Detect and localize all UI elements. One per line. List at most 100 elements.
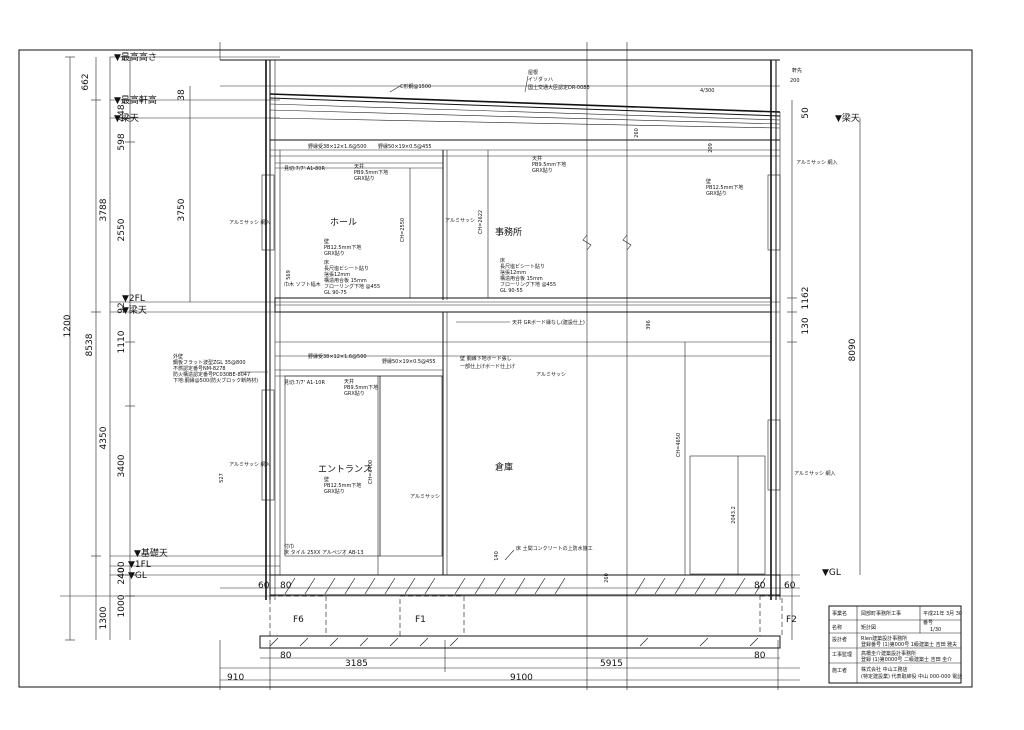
tb-r2-scale: 1/30 bbox=[930, 627, 941, 633]
room-hall: ホール bbox=[330, 217, 357, 228]
dim-3185: 3185 bbox=[345, 659, 368, 669]
note-n4: PB9.5mm下地 bbox=[354, 169, 388, 176]
note-n14: 構造用合板 15mm bbox=[324, 277, 367, 284]
level-max-height: ▼最高高さ bbox=[114, 51, 157, 63]
level-gl-right: ▼GL bbox=[822, 568, 841, 578]
left-dimension-values: 662 448 598 2550 92 1110 3400 400 240 10… bbox=[63, 73, 187, 629]
tb-r1-value: 岡部町事務所工事 bbox=[861, 610, 901, 617]
note-n23: 下地:胴縁@500(防火ブロック断熱材) bbox=[173, 377, 258, 384]
note-n46: アルミサッシ bbox=[536, 372, 566, 378]
note-n45: アルミサッシ 網入 bbox=[796, 159, 838, 166]
ch-hall: CH=2550 bbox=[400, 218, 406, 242]
level-lines bbox=[110, 56, 800, 576]
ceiling-heights: CH=2550 CH=2622 CH=3400 CH=4650 569 2043… bbox=[219, 150, 739, 575]
dim-bottom-80-left: 80 bbox=[280, 581, 292, 591]
note-n51: 長尺塩ビシート貼り bbox=[500, 263, 545, 270]
note-n31: GRX貼り bbox=[344, 390, 365, 397]
dim-inner-396: 396 bbox=[646, 320, 652, 330]
dim-92: 92 bbox=[117, 302, 127, 313]
note-n21: 不燃認定番号NM-8278 bbox=[173, 365, 226, 372]
annotation-notes: 野縁受38×12×1.6@500 野縁50×19×0.5@455 天井 PB9.… bbox=[173, 143, 838, 561]
roof-slope: 4/300 bbox=[700, 88, 714, 94]
tb-r4-label: 工事監理 bbox=[832, 651, 852, 658]
note-n9: PB12.5mm下地 bbox=[324, 244, 361, 251]
dim-right-1162: 1162 bbox=[801, 287, 811, 310]
note-n25: 野縁50×19×0.5@455 bbox=[382, 358, 436, 365]
level-foundation-top: ▼基礎天 bbox=[134, 547, 168, 559]
note-n39: 床 土間コンクリートの上防水施工 bbox=[516, 545, 593, 552]
dim-bottom-60-left: 60 bbox=[258, 581, 270, 591]
tb-r3-sub: 登録番号 (1)第000号 1級建築士 吉田 雅夫 bbox=[861, 641, 957, 648]
note-n18: 天井 GRボード縁なし(建設仕上) bbox=[512, 319, 585, 326]
footing-f2: F2 bbox=[786, 615, 797, 625]
ch-entrance: CH=3400 bbox=[368, 460, 374, 484]
dim-598: 598 bbox=[117, 133, 127, 150]
note-n48: PB9.5mm下地 bbox=[532, 161, 566, 168]
dim-right-8090: 8090 bbox=[848, 338, 858, 361]
footing-f1: F1 bbox=[415, 615, 426, 625]
dim-3788: 3788 bbox=[99, 198, 109, 221]
tb-r3-label: 設計者 bbox=[832, 636, 847, 643]
note-n43: GRX貼り bbox=[706, 190, 727, 197]
room-office: 事務所 bbox=[495, 226, 522, 238]
tb-r2-no-label: 番号 bbox=[923, 619, 933, 626]
tb-r5-label: 施工者 bbox=[832, 667, 847, 674]
note-n37: 付巾 bbox=[284, 543, 294, 550]
ch-storage: CH=4650 bbox=[676, 433, 682, 457]
roof-gutter: C形鋼@1500 bbox=[400, 83, 431, 90]
note-n26: 壁 胴縁下地ボード張し bbox=[460, 355, 512, 362]
tb-r3-value: Rlen建築設計事務所 bbox=[861, 635, 907, 642]
note-n10: GRX貼り bbox=[324, 250, 345, 257]
level-max-eaves: ▼最高軒高 bbox=[114, 94, 157, 106]
room-entrance: エントランス bbox=[318, 464, 372, 475]
note-n5: GRX貼り bbox=[354, 175, 375, 182]
dim-1200: 1200 bbox=[63, 314, 73, 337]
title-block: 事業名 岡部町事務所工事 平成21年 3月 30 名称 矩計図 番号 1/30 … bbox=[829, 606, 962, 683]
note-n19: 外壁 bbox=[173, 353, 183, 360]
roof-material-1: 屋根 bbox=[528, 69, 538, 76]
note-n44: アルミサッシ bbox=[445, 218, 475, 224]
dim-bottom-80-right: 80 bbox=[754, 581, 766, 591]
note-n17: GL 90-75 bbox=[324, 290, 347, 296]
note-n24: 野縁受38×12×1.6@500 bbox=[308, 353, 367, 360]
dim-527: 527 bbox=[219, 473, 225, 483]
right-dimensions: 50 1162 130 8090 260 209 396 260 bbox=[604, 100, 861, 640]
note-n36: アルミサッシ bbox=[410, 494, 440, 500]
roof-dim-200: 200 bbox=[790, 78, 800, 84]
dim-38: 38 bbox=[177, 89, 187, 101]
note-n28: 見切:7/7' A1-10R bbox=[284, 379, 325, 386]
dim-inner-260-bottom: 260 bbox=[604, 573, 610, 583]
ch-office: CH=2622 bbox=[478, 210, 484, 234]
tb-r2-value: 矩計図 bbox=[861, 624, 876, 631]
note-n2: 野縁50×19×0.5@455 bbox=[378, 143, 432, 150]
dim-inner-209: 209 bbox=[708, 143, 714, 153]
dim-910: 910 bbox=[227, 673, 244, 683]
level-labels: ▼最高高さ ▼最高軒高 ▼梁天 ▼2FL ▼梁天 ▼基礎天 ▼1FL ▼GL ▼… bbox=[114, 51, 860, 581]
dim-2550: 2550 bbox=[117, 218, 127, 241]
tb-r5-value: 株式会社 中山工務店 bbox=[861, 666, 908, 673]
left-dimension-lines bbox=[65, 56, 191, 641]
note-n16: 巾木 ソフト幅木 bbox=[284, 281, 321, 288]
sheet-border bbox=[18, 49, 973, 688]
roof-notes: 軒先 200 屋根 イゾダッハ 国土交通大臣認定DR-0088 4/300 C形… bbox=[389, 67, 802, 94]
hatching bbox=[269, 577, 766, 647]
footing-labels: F6 F1 F2 bbox=[293, 615, 797, 625]
note-n42: PB12.5mm下地 bbox=[706, 184, 743, 191]
dim-bottom-80-foot-left: 80 bbox=[280, 651, 292, 661]
note-n35: GRX貼り bbox=[324, 488, 345, 495]
dim-bottom-80-foot-right: 80 bbox=[754, 651, 766, 661]
title-block-frame bbox=[828, 605, 962, 684]
dim-400: 400 bbox=[117, 561, 127, 578]
roof-material-3: 国土交通大臣認定DR-0088 bbox=[528, 84, 590, 91]
dim-448: 448 bbox=[117, 104, 127, 121]
tb-r1-date: 平成21年 3月 30 bbox=[923, 610, 962, 617]
dim-1110: 1110 bbox=[117, 330, 127, 353]
dim-3750: 3750 bbox=[177, 198, 187, 221]
note-n49: GRX貼り bbox=[532, 167, 553, 174]
note-n8: 壁 bbox=[324, 238, 329, 245]
note-n6: 見切:7/7' A1-80R bbox=[284, 165, 325, 172]
dim-3400: 3400 bbox=[117, 454, 127, 477]
tb-r5-sub: (特定建設業) 代表取締役 中山 000-000 電話 bbox=[861, 673, 962, 680]
note-n27: 一部仕上げボード仕上げ bbox=[460, 363, 515, 370]
note-n29: 天井 bbox=[344, 378, 354, 385]
